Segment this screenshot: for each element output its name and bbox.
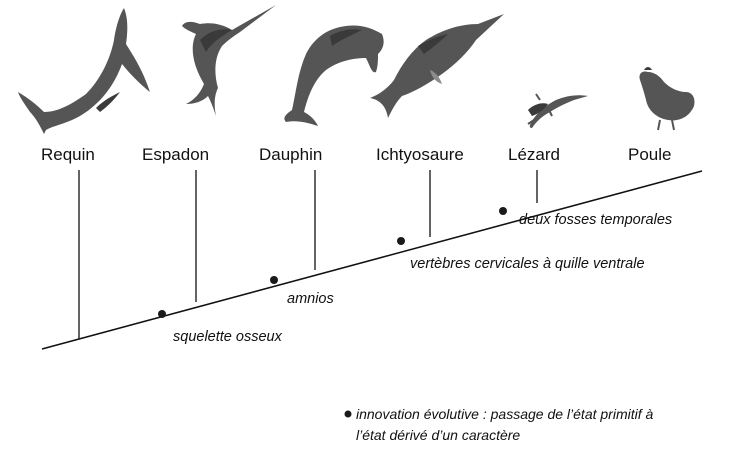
legend-line-1: innovation évolutive : passage de l’état… <box>356 406 653 422</box>
shark-icon <box>18 8 150 134</box>
taxon-label-poule: Poule <box>628 145 671 164</box>
innovation-node-squelette-osseux <box>158 310 166 318</box>
legend: innovation évolutive : passage de l’état… <box>344 406 653 443</box>
innovation-label-squelette-osseux: squelette osseux <box>173 329 283 345</box>
taxon-label-dauphin: Dauphin <box>259 145 322 164</box>
taxon-label-espadon: Espadon <box>142 145 209 164</box>
taxon-label-requin: Requin <box>41 145 95 164</box>
innovation-node-vertebres <box>397 237 405 245</box>
innovation-label-amnios: amnios <box>287 291 334 307</box>
taxon-label-ichtyosaure: Ichtyosaure <box>376 145 464 164</box>
innovation-node-amnios <box>270 276 278 284</box>
ichthyosaur-icon <box>370 14 504 118</box>
hen-icon <box>639 67 695 131</box>
swordfish-icon <box>182 5 276 116</box>
tree-main-axis <box>41 170 703 350</box>
dolphin-icon <box>284 25 384 127</box>
taxon-label-lezard: Lézard <box>508 145 560 164</box>
innovation-node-fosses <box>499 207 507 215</box>
legend-node-marker <box>344 410 352 418</box>
innovation-label-fosses: deux fosses temporales <box>519 212 672 228</box>
innovation-label-vertebres: vertèbres cervicales à quille ventrale <box>410 256 645 272</box>
lizard-icon <box>527 93 588 128</box>
legend-line-2: l’état dérivé d’un caractère <box>356 427 520 443</box>
